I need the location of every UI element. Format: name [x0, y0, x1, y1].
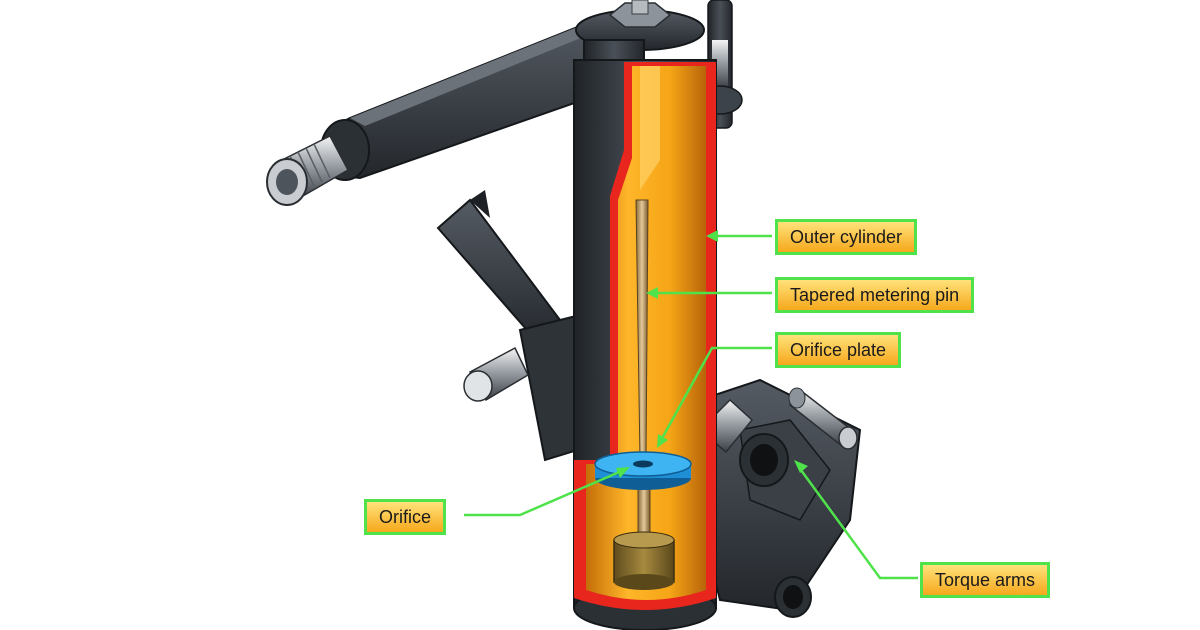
label-tapered-metering-pin: Tapered metering pin [775, 277, 975, 313]
orifice-plate [594, 451, 692, 490]
tapered-metering-pin [635, 199, 651, 551]
leader-lines [464, 234, 918, 580]
axle-arm [320, 16, 641, 181]
leader-torque-arms [796, 465, 918, 580]
torque-arm-bolt [788, 387, 858, 450]
label-outer-cylinder: Outer cylinder [775, 219, 918, 255]
label-orifice-plate: Orifice plate [775, 332, 902, 368]
threaded-axle-end [266, 135, 350, 206]
leader-orifice-plate [658, 346, 772, 443]
label-torque-arms: Torque arms [920, 562, 1051, 598]
label-orifice: Orifice [364, 499, 447, 535]
leader-orifice [464, 468, 625, 517]
torque-arm-assembly [698, 378, 862, 618]
leader-arrowheads [616, 230, 808, 478]
side-knob [463, 346, 529, 402]
piston-base [613, 531, 675, 590]
